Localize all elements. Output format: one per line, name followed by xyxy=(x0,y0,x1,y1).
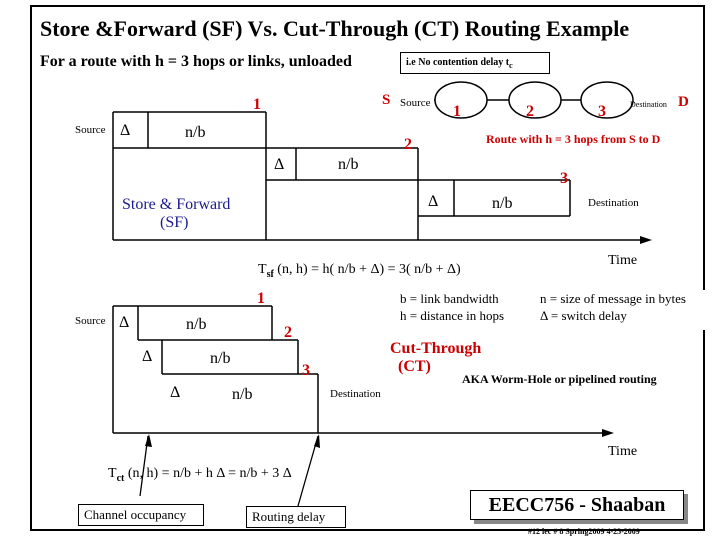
sf-time-arrow xyxy=(640,236,652,244)
course-label: EECC756 - Shaaban xyxy=(470,490,684,520)
ct-hop3-label: 3 xyxy=(302,362,310,379)
ct-delta-3: Δ xyxy=(170,384,181,401)
routing-delay-box: Routing delay xyxy=(246,506,346,528)
sf-formula-t: T xyxy=(258,262,267,277)
sf-timing xyxy=(112,111,640,241)
slide-frame xyxy=(30,5,705,531)
sf-time-label: Time xyxy=(608,253,638,268)
legend-b: b = link bandwidth xyxy=(400,291,499,306)
sf-nb-1: n/b xyxy=(185,124,206,141)
ct-time-label: Time xyxy=(608,444,638,459)
routing-arrow-line xyxy=(297,435,319,507)
ct-nb-3: n/b xyxy=(232,386,253,403)
sf-destination-label: Destination xyxy=(588,197,639,209)
route-caption: Route with h = 3 hops from S to D xyxy=(486,132,661,146)
subtitle: For a route with h = 3 hops or links, un… xyxy=(40,53,352,70)
sf-name-line2: (SF) xyxy=(160,214,189,231)
route-node2-label: 2 xyxy=(526,103,534,120)
sf-formula: Tsf (n, h) = h( n/b + Δ) = 3( n/b + Δ) xyxy=(258,262,461,280)
ct-name-line1: Cut-Through xyxy=(390,340,482,357)
route-s-label: S xyxy=(382,92,391,108)
sf-hop1-label: 1 xyxy=(253,96,261,113)
sf-delta-3: Δ xyxy=(428,193,439,210)
sf-nb-3: n/b xyxy=(492,195,513,212)
legend-n: n = size of message in bytes xyxy=(540,291,686,306)
ct-source-label: Source xyxy=(75,315,106,327)
sf-delta-2: Δ xyxy=(274,156,285,173)
ct-aka: AKA Worm-Hole or pipelined routing xyxy=(462,372,657,386)
route-source-label: Source xyxy=(400,97,431,109)
sf-formula-rest: (n, h) = h( n/b + Δ) = 3( n/b + Δ) xyxy=(273,262,461,277)
sf-hop2-label: 2 xyxy=(404,136,412,153)
ct-name-line2: (CT) xyxy=(398,358,431,375)
route-node-3 xyxy=(580,81,634,119)
route-node1-label: 1 xyxy=(453,103,461,120)
ct-delta-1: Δ xyxy=(119,314,130,331)
ct-delta-2: Δ xyxy=(142,348,153,365)
ct-time-arrow xyxy=(602,429,614,437)
ct-timing xyxy=(112,305,602,434)
ct-formula-t: T xyxy=(108,466,117,481)
ct-hop1-label: 1 xyxy=(257,290,265,307)
slide-number: #12 lec # 8 Spring2009 4-23-2009 xyxy=(528,527,640,536)
ct-formula-sub: ct xyxy=(116,472,125,484)
legend-h: h = distance in hops xyxy=(400,308,505,323)
ct-nb-1: n/b xyxy=(186,316,207,333)
slide-title: Store &Forward (SF) Vs. Cut-Through (CT)… xyxy=(40,16,630,41)
sf-formula-sub: sf xyxy=(266,268,274,280)
route-destination-label: Destination xyxy=(630,100,667,109)
channel-occupancy-box: Channel occupancy xyxy=(78,504,204,526)
route-node-1 xyxy=(434,81,488,119)
route-node3-label: 3 xyxy=(598,103,606,120)
ct-formula: Tct (n, h) = n/b + h Δ = n/b + 3 Δ xyxy=(108,466,292,484)
no-contention-box: i.e No contention delay tc xyxy=(400,52,550,74)
ct-destination-label: Destination xyxy=(330,388,381,400)
legend-delta: Δ = switch delay xyxy=(540,308,627,323)
sf-source-label: Source xyxy=(75,124,106,136)
ct-hop2-label: 2 xyxy=(284,324,292,341)
sf-hop3-label: 3 xyxy=(560,170,568,187)
no-contention-text: i.e No contention delay t xyxy=(406,57,510,68)
channel-arrow-head xyxy=(145,434,152,447)
route-d-label: D xyxy=(678,94,689,110)
no-contention-sub: c xyxy=(509,61,513,70)
ct-nb-2: n/b xyxy=(210,350,231,367)
route-node-2 xyxy=(508,81,562,119)
sf-nb-2: n/b xyxy=(338,156,359,173)
sf-name-line1: Store & Forward xyxy=(122,196,231,213)
ct-formula-rest: (n, h) = n/b + h Δ = n/b + 3 Δ xyxy=(124,466,292,481)
routing-arrow-head xyxy=(314,434,320,448)
sf-delta-1: Δ xyxy=(120,122,131,139)
legend: b = link bandwidth h = distance in hops … xyxy=(398,290,708,330)
